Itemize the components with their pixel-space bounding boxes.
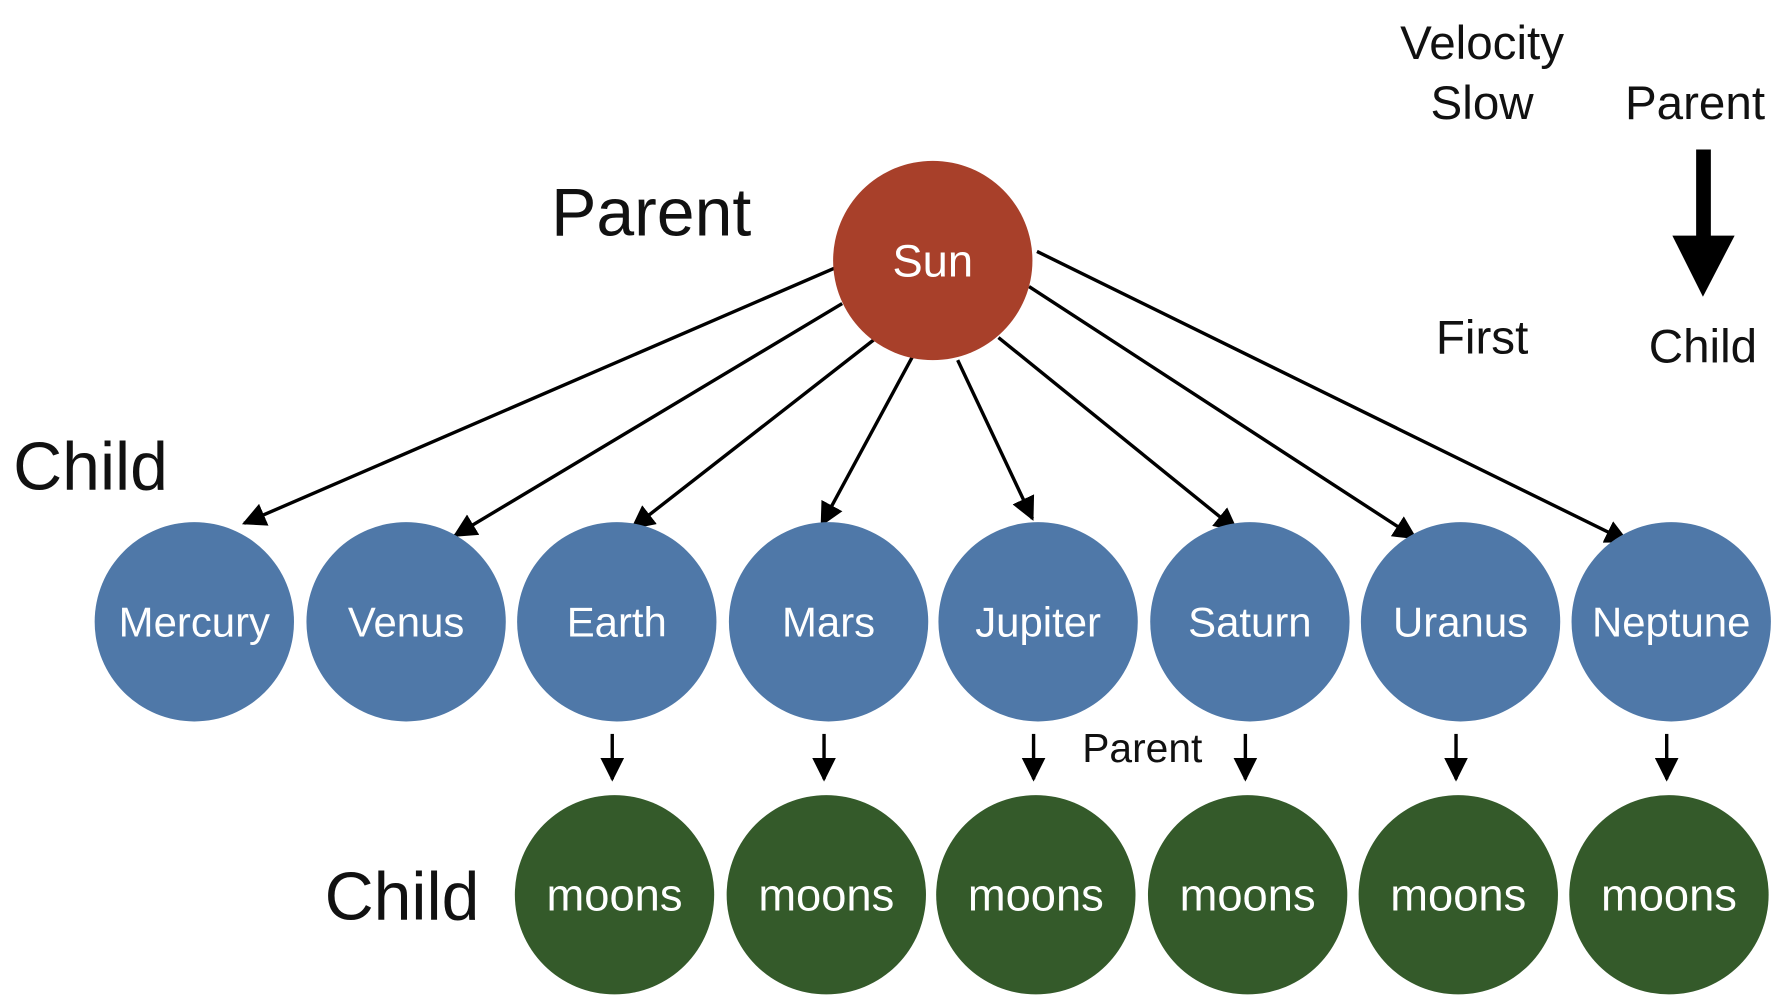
sun-to-planet-arrow	[452, 302, 844, 538]
moon-node: moons	[514, 795, 715, 995]
moon-node: moons	[726, 795, 926, 995]
legend-parent: Parent	[1625, 77, 1765, 130]
sun-to-planet-arrow	[956, 359, 1035, 521]
moon-label: moons	[968, 870, 1104, 921]
sun-to-planet-arrow	[997, 336, 1239, 532]
moon-label: moons	[758, 870, 894, 921]
legend: Velocity Slow First Parent Child	[1400, 17, 1765, 374]
legend-child: Child	[1649, 320, 1757, 373]
legend-down-arrow-icon	[1672, 149, 1735, 297]
parent-level-label: Parent	[551, 175, 751, 251]
sun-to-planet-arrow	[1036, 249, 1630, 543]
sun-label: Sun	[892, 235, 973, 286]
planet-label: Mars	[782, 599, 875, 646]
planet-label: Jupiter	[975, 599, 1101, 646]
moons-child-level-label: Child	[325, 859, 480, 935]
child-level-label: Child	[13, 428, 168, 504]
legend-velocity: Velocity	[1400, 17, 1564, 70]
sun-to-planet-arrow	[630, 338, 875, 530]
moon-label: moons	[1180, 870, 1316, 921]
planet-label: Earth	[567, 599, 667, 646]
planet-node: Venus	[306, 522, 506, 722]
moon-label: moons	[1601, 870, 1737, 921]
planet-node: Uranus	[1360, 522, 1561, 722]
planet-label: Neptune	[1592, 599, 1750, 646]
sun-to-planet-arrow	[241, 265, 838, 526]
planet-label: Uranus	[1393, 599, 1528, 646]
planet-node: Neptune	[1571, 522, 1771, 722]
moon-node: moons	[1147, 795, 1348, 995]
legend-first: First	[1436, 311, 1528, 364]
sun-to-planet-arrow	[820, 355, 914, 527]
planet-node: Jupiter	[938, 522, 1138, 722]
planet-parent-label: Parent	[1082, 725, 1203, 771]
planet-node: Mercury	[94, 522, 294, 722]
planet-label: Saturn	[1188, 599, 1311, 646]
moon-node: moons	[936, 795, 1136, 995]
sun-to-planet-arrow	[1028, 285, 1418, 540]
moon-node: moons	[1569, 795, 1769, 995]
planet-node: Saturn	[1150, 522, 1350, 722]
moon-label: moons	[1390, 870, 1526, 921]
planet-node: Earth	[517, 522, 717, 722]
moon-label: moons	[547, 870, 683, 921]
moon-node: moons	[1358, 795, 1558, 995]
planet-node: Mars	[728, 522, 929, 722]
planet-label: Mercury	[119, 599, 270, 646]
legend-slow: Slow	[1431, 77, 1535, 130]
planet-label: Venus	[348, 599, 464, 646]
sun-node: Sun	[833, 160, 1033, 361]
